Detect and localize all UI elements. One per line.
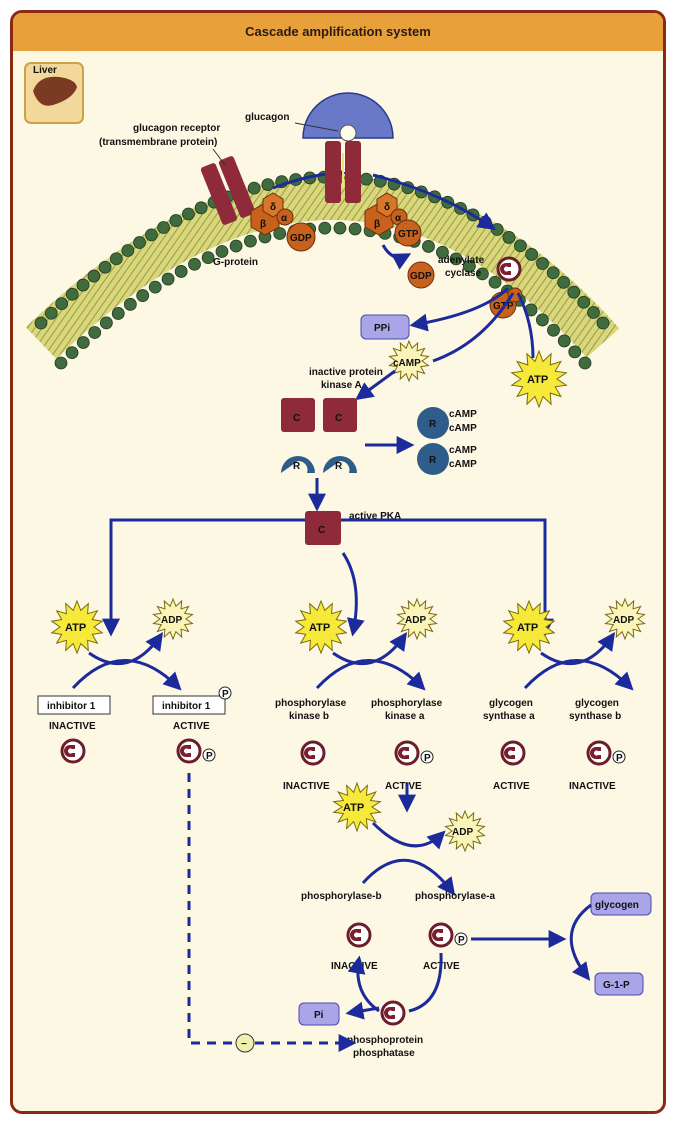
adp-label: ADP [405, 615, 426, 626]
svg-text:cAMP: cAMP [449, 459, 477, 470]
phosphorylase-a-icon [430, 924, 452, 946]
phk-a-icon [396, 742, 418, 764]
svg-text:kinase b: kinase b [289, 711, 329, 722]
svg-text:glycogen: glycogen [575, 698, 619, 709]
svg-text:cAMP: cAMP [449, 423, 477, 434]
svg-text:cAMP: cAMP [449, 409, 477, 420]
phosphatase-icon [382, 1002, 404, 1024]
svg-text:P: P [222, 689, 229, 700]
g-protein-label: G-protein [213, 257, 258, 268]
gs-reaction: ATP ADP [504, 599, 645, 688]
liver-label: Liver [33, 65, 57, 76]
inhibitor-active-label: ACTIVE [173, 721, 210, 732]
inhibitor-active-icon [178, 740, 200, 762]
svg-text:R: R [429, 419, 437, 430]
svg-text:glycogen: glycogen [595, 900, 639, 911]
svg-text:kinase a: kinase a [385, 711, 425, 722]
svg-text:GDP: GDP [290, 233, 312, 244]
adenylate-cyclase-icon [498, 258, 520, 280]
inhibitor-reaction: ATP ADP [52, 599, 193, 688]
svg-text:P: P [206, 751, 213, 762]
svg-text:synthase a: synthase a [483, 711, 535, 722]
atp-label: ATP [517, 622, 538, 634]
pka-label-2: kinase A [321, 380, 362, 391]
adenylate-label-1: adenylate [438, 255, 485, 266]
gs-b-icon [588, 742, 610, 764]
camp-label: cAMP [393, 358, 421, 369]
phosphatase-label-2: phosphatase [353, 1048, 415, 1059]
svg-text:R: R [335, 461, 343, 472]
svg-text:δ: δ [270, 202, 276, 213]
svg-text:phosphorylase: phosphorylase [371, 698, 443, 709]
phk-b-icon [302, 742, 324, 764]
svg-text:ACTIVE: ACTIVE [493, 781, 530, 792]
svg-text:glycogen: glycogen [489, 698, 533, 709]
svg-text:ADP: ADP [452, 827, 473, 838]
glucagon-molecule [303, 93, 393, 141]
svg-text:INACTIVE: INACTIVE [569, 781, 616, 792]
svg-text:C: C [293, 413, 300, 424]
adp-label: ADP [161, 615, 182, 626]
gdp-released: GDP [408, 262, 434, 288]
svg-text:β: β [374, 219, 380, 230]
svg-text:INACTIVE: INACTIVE [331, 961, 378, 972]
ppi-label: PPi [374, 323, 390, 334]
svg-text:ATP: ATP [343, 802, 364, 814]
svg-text:P: P [458, 935, 465, 946]
receptor-label-2: (transmembrane protein) [99, 137, 217, 148]
svg-text:P: P [424, 753, 431, 764]
inhibitor-inactive-icon [62, 740, 84, 762]
svg-text:C: C [335, 413, 342, 424]
diagram-frame: Cascade amplification system Liver [10, 10, 666, 1114]
phosphorylase-b-label: phosphorylase-b [301, 891, 382, 902]
svg-text:G-1-P: G-1-P [603, 980, 630, 991]
svg-text:GTP: GTP [398, 229, 419, 240]
svg-text:inhibitor 1: inhibitor 1 [162, 701, 211, 712]
svg-text:−: − [241, 1039, 247, 1050]
svg-text:synthase b: synthase b [569, 711, 621, 722]
svg-text:β: β [260, 219, 266, 230]
adenylate-label-2: cyclase [445, 268, 482, 279]
svg-text:P: P [616, 753, 623, 764]
gs-a-icon [502, 742, 524, 764]
r-camp-complex: R R cAMP cAMP cAMP cAMP [417, 407, 477, 475]
glucagon-label: glucagon [245, 112, 289, 123]
phosphorylase-b-icon [348, 924, 370, 946]
phosphatase-label-1: phosphoprotein [347, 1035, 423, 1046]
svg-text:α: α [281, 213, 288, 224]
svg-text:R: R [293, 461, 301, 472]
pka-label-1: inactive protein [309, 367, 383, 378]
inactive-pka: C C R R [281, 398, 357, 473]
cell-membrane [35, 171, 609, 369]
atp-label: ATP [65, 622, 86, 634]
inhibitor-inactive-label: INACTIVE [49, 721, 96, 732]
adp-label: ADP [613, 615, 634, 626]
svg-text:C: C [318, 525, 325, 536]
liver-icon: Liver [25, 63, 83, 123]
svg-text:δ: δ [384, 202, 390, 213]
receptor-label-1: glucagon receptor [133, 123, 220, 134]
svg-text:inhibitor 1: inhibitor 1 [47, 701, 96, 712]
phk-reaction: ATP ADP [296, 599, 437, 688]
svg-text:GDP: GDP [410, 271, 432, 282]
cascade-diagram: Liver glucagon glucagon receptor (transm… [13, 13, 663, 1111]
svg-text:R: R [429, 455, 437, 466]
svg-text:INACTIVE: INACTIVE [283, 781, 330, 792]
svg-text:cAMP: cAMP [449, 445, 477, 456]
atp-top-label: ATP [527, 374, 548, 386]
atp-label: ATP [309, 622, 330, 634]
svg-text:ACTIVE: ACTIVE [385, 781, 422, 792]
phosphorylase-a-label: phosphorylase-a [415, 891, 495, 902]
svg-text:Pi: Pi [314, 1010, 324, 1021]
svg-text:phosphorylase: phosphorylase [275, 698, 347, 709]
